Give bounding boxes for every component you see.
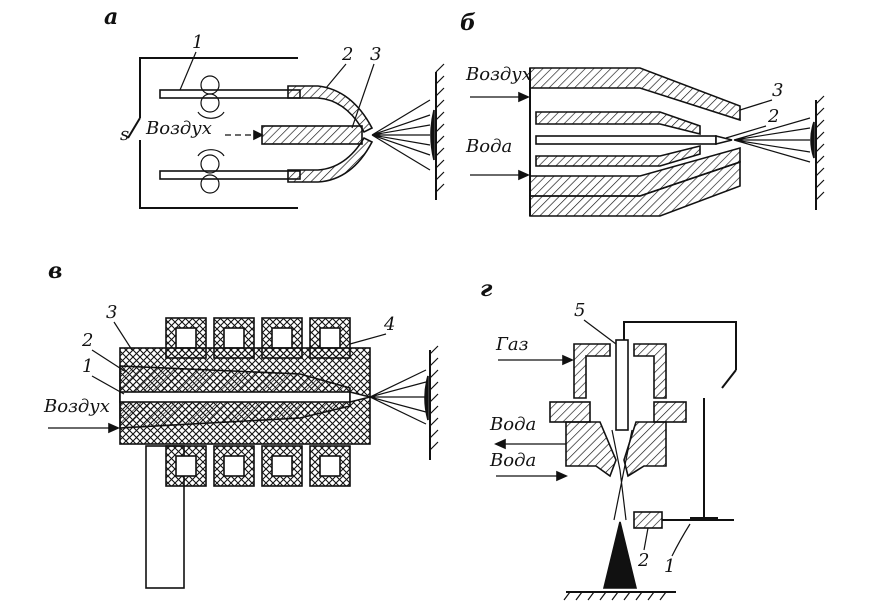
leader-v-3 xyxy=(113,321,133,351)
air-arrowhead-a xyxy=(253,129,264,141)
water-out-arrowhead xyxy=(494,438,506,450)
inner-tube-bottom xyxy=(535,144,701,167)
panel-g-water-in-label: Вода xyxy=(489,450,536,471)
water-arrowhead-b xyxy=(518,169,530,181)
inner-tube-top xyxy=(535,111,701,136)
air-arrowhead-v xyxy=(108,422,120,434)
panel-a-air-label: Воздух xyxy=(145,118,212,139)
plasma-stream xyxy=(611,429,633,521)
leader-b-3 xyxy=(739,99,773,111)
panel-v-air-label: Воздух xyxy=(43,396,110,417)
panel-g-label-5: 5 xyxy=(574,300,585,321)
panel-v: в xyxy=(43,258,439,589)
wire-1-bottom xyxy=(159,149,301,194)
leader-a-2 xyxy=(325,63,347,89)
flange-left xyxy=(549,401,591,423)
target-hatch-v xyxy=(429,345,439,451)
nozzle-right xyxy=(623,421,667,478)
panel-a-frame xyxy=(139,57,298,209)
panel-a-label-3: 3 xyxy=(370,44,381,65)
coils-bottom xyxy=(165,445,351,487)
panel-v-label-3: 3 xyxy=(106,302,117,323)
panel-g: г 5 Газ Вода В xyxy=(480,276,737,601)
panel-b: б Воздух Вода 3 2 xyxy=(460,10,825,217)
outer-body-base xyxy=(529,160,741,217)
panel-b-letter: б xyxy=(460,10,476,36)
water-in-arrowhead xyxy=(556,470,568,482)
nozzle-left xyxy=(565,421,617,478)
spray-cone-b xyxy=(733,117,811,163)
target-hatch-b xyxy=(815,95,825,201)
coating-a xyxy=(430,109,435,161)
air-arrowhead-b xyxy=(518,91,530,103)
panel-a-switch xyxy=(127,117,141,139)
panel-b-air-label: Воздух xyxy=(465,64,532,85)
panel-g-label-1: 1 xyxy=(664,556,675,577)
panel-g-gas-label: Газ xyxy=(495,334,528,355)
panel-b-label-3: 3 xyxy=(772,80,783,101)
target-hatch-a xyxy=(435,63,445,193)
power-wire-top xyxy=(623,321,737,370)
panel-a-label-1: 1 xyxy=(192,32,203,53)
spray-cone-a xyxy=(371,99,431,171)
guide-tube-bottom xyxy=(287,136,374,183)
spray-cone-v xyxy=(369,369,427,425)
panel-a-label-s: s xyxy=(120,124,129,145)
panel-a-label-2: 2 xyxy=(341,44,353,65)
gas-chamber-left xyxy=(573,343,611,399)
electrode-1 xyxy=(119,391,351,403)
panel-v-label-2: 2 xyxy=(81,330,93,351)
panel-a-letter: а xyxy=(104,4,118,30)
coating-b xyxy=(810,121,815,159)
electrode-1-tip xyxy=(349,390,371,404)
spray-cone-g xyxy=(602,521,638,589)
power-switch-g xyxy=(721,369,737,389)
panel-b-water-label: Вода xyxy=(465,136,512,157)
panel-g-letter: г xyxy=(480,276,493,302)
leader-v-2 xyxy=(91,349,127,373)
power-wire-side xyxy=(690,398,718,519)
flange-right xyxy=(653,401,687,423)
panel-g-water-out-label: Вода xyxy=(489,414,536,435)
panel-g-label-2: 2 xyxy=(637,550,649,571)
guide-tube-top xyxy=(287,85,374,134)
electrode-2-tip xyxy=(715,134,733,146)
electrode-2 xyxy=(535,135,717,145)
electrode-5 xyxy=(615,339,629,431)
panel-a: а s Воздух 1 xyxy=(104,4,445,209)
leader-g-1 xyxy=(671,523,691,557)
panel-v-label-4: 4 xyxy=(383,314,395,335)
leader-v-4 xyxy=(349,333,387,345)
wire-1-top xyxy=(159,75,301,119)
leader-a-1 xyxy=(179,51,197,91)
leader-b-2 xyxy=(725,125,767,139)
leader-v-1 xyxy=(91,375,125,395)
panel-b-label-2: 2 xyxy=(767,106,779,127)
base-hatch xyxy=(563,591,667,601)
coating-v xyxy=(424,375,429,421)
air-nozzle xyxy=(261,125,363,145)
gas-arrowhead xyxy=(562,354,574,366)
panel-v-letter: в xyxy=(48,258,62,284)
powder-feed-2 xyxy=(633,511,663,529)
leader-g-2 xyxy=(643,527,649,551)
leader-g-5 xyxy=(583,319,617,345)
panel-v-label-1: 1 xyxy=(82,356,93,377)
leader-a-3 xyxy=(351,63,375,129)
gas-chamber-right xyxy=(633,343,667,399)
